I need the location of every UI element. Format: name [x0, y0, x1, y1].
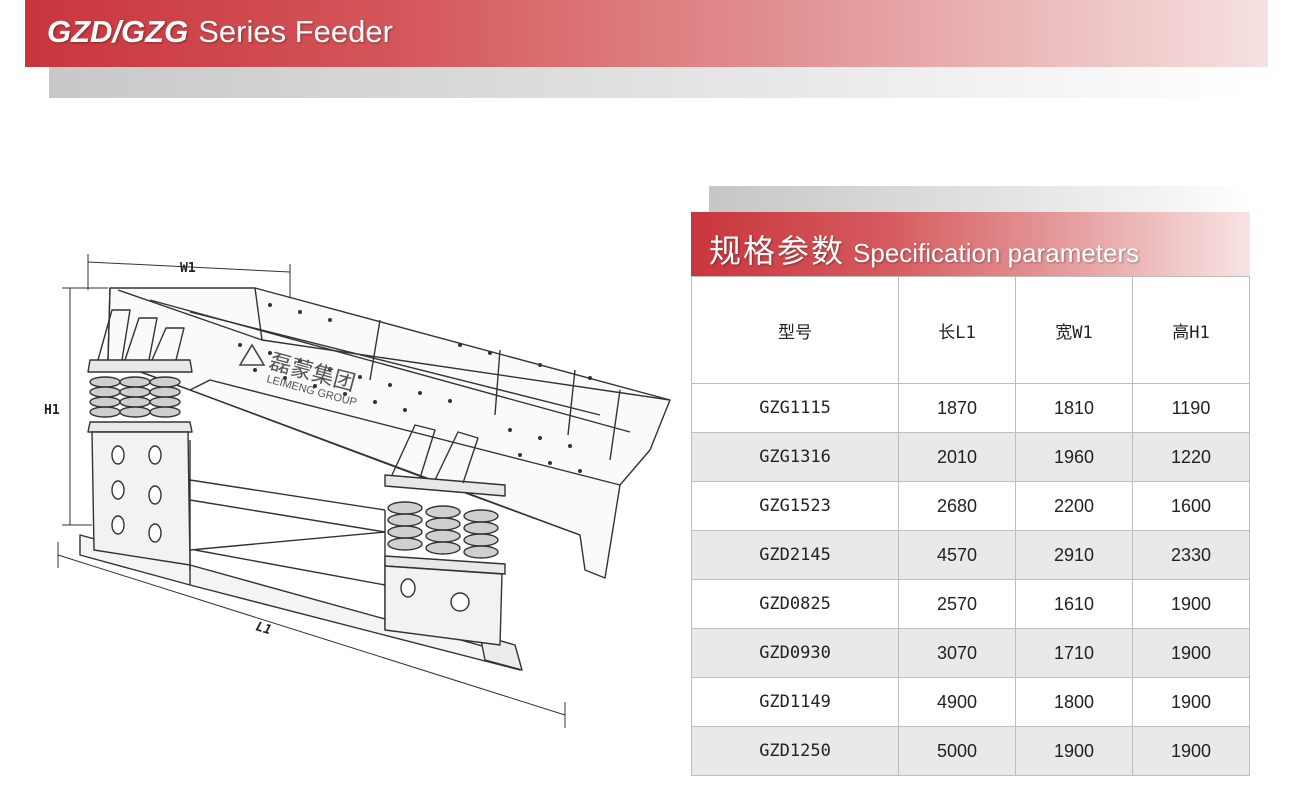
title-underbar [49, 67, 1253, 98]
spec-table: 型号 长L1 宽W1 高H1 GZG1115 1870 1810 1190 GZ… [690, 276, 1251, 776]
right-pillar-bolts [400, 578, 470, 612]
left-spring-group [87, 309, 193, 433]
table-row: GZD0825 2570 1610 1900 [690, 579, 1251, 629]
cell-height: 1190 [1131, 383, 1251, 433]
trough-holes [238, 303, 592, 473]
cell-width: 1900 [1015, 726, 1133, 776]
table-row: GZD1250 5000 1900 1900 [690, 726, 1251, 776]
cell-model: GZD2145 [690, 530, 900, 580]
cell-model: GZD1250 [690, 726, 900, 776]
table-row: GZG1115 1870 1810 1190 [690, 383, 1251, 433]
cell-width: 1800 [1015, 677, 1133, 727]
title-banner: GZD/GZG Series Feeder [25, 0, 1268, 67]
cell-length: 2010 [898, 432, 1017, 482]
cell-height: 1900 [1131, 628, 1251, 678]
cell-length: 2680 [898, 481, 1017, 531]
table-row: GZD0930 3070 1710 1900 [690, 628, 1251, 678]
cell-height: 1900 [1131, 726, 1251, 776]
col-header-width: 宽W1 [1015, 276, 1133, 384]
table-row: GZD1149 4900 1800 1900 [690, 677, 1251, 727]
cell-model: GZG1523 [690, 481, 900, 531]
spec-underbar [709, 186, 1250, 212]
dimension-lines [57, 254, 566, 728]
cell-height: 2330 [1131, 530, 1251, 580]
cell-width: 1610 [1015, 579, 1133, 629]
cell-width: 2200 [1015, 481, 1133, 531]
table-row: GZG1316 2010 1960 1220 [690, 432, 1251, 482]
cell-model: GZD1149 [690, 677, 900, 727]
cell-length: 2570 [898, 579, 1017, 629]
cell-model: GZD0930 [690, 628, 900, 678]
cell-height: 1900 [1131, 677, 1251, 727]
table-row: GZG1523 2680 2200 1600 [690, 481, 1251, 531]
cell-length: 4900 [898, 677, 1017, 727]
cell-width: 2910 [1015, 530, 1133, 580]
page-title-model: GZD/GZG [47, 14, 189, 49]
dim-label-h1: H1 [44, 403, 60, 418]
cell-length: 3070 [898, 628, 1017, 678]
cell-height: 1900 [1131, 579, 1251, 629]
col-header-length: 长L1 [898, 276, 1017, 384]
col-header-model: 型号 [690, 276, 900, 384]
right-spring-group [384, 424, 506, 575]
table-row: GZD2145 4570 2910 2330 [690, 530, 1251, 580]
cell-width: 1810 [1015, 383, 1133, 433]
left-pillar [91, 431, 191, 566]
cell-model: GZG1115 [690, 383, 900, 433]
cell-width: 1710 [1015, 628, 1133, 678]
spec-title-cn: 规格参数 [709, 232, 846, 270]
cell-model: GZG1316 [690, 432, 900, 482]
cell-length: 4570 [898, 530, 1017, 580]
cell-height: 1220 [1131, 432, 1251, 482]
spec-table-header-row: 型号 长L1 宽W1 高H1 [690, 276, 1251, 384]
cell-height: 1600 [1131, 481, 1251, 531]
cell-length: 1870 [898, 383, 1017, 433]
dim-label-w1: W1 [180, 261, 196, 276]
cell-width: 1960 [1015, 432, 1133, 482]
brand-logo-icon [238, 343, 266, 366]
spec-title-en: Specification parameters [853, 238, 1140, 268]
feeder-drawing: 磊蒙集团 LEIMENG GROUP W1 H1 L1 [44, 254, 671, 728]
left-pillar-bolts [111, 445, 162, 543]
col-header-height: 高H1 [1131, 276, 1251, 384]
cell-length: 5000 [898, 726, 1017, 776]
cell-model: GZD0825 [690, 579, 900, 629]
page-title: GZD/GZG Series Feeder [47, 14, 393, 50]
dim-label-l1: L1 [254, 619, 273, 638]
page-title-series: Series Feeder [198, 14, 393, 49]
